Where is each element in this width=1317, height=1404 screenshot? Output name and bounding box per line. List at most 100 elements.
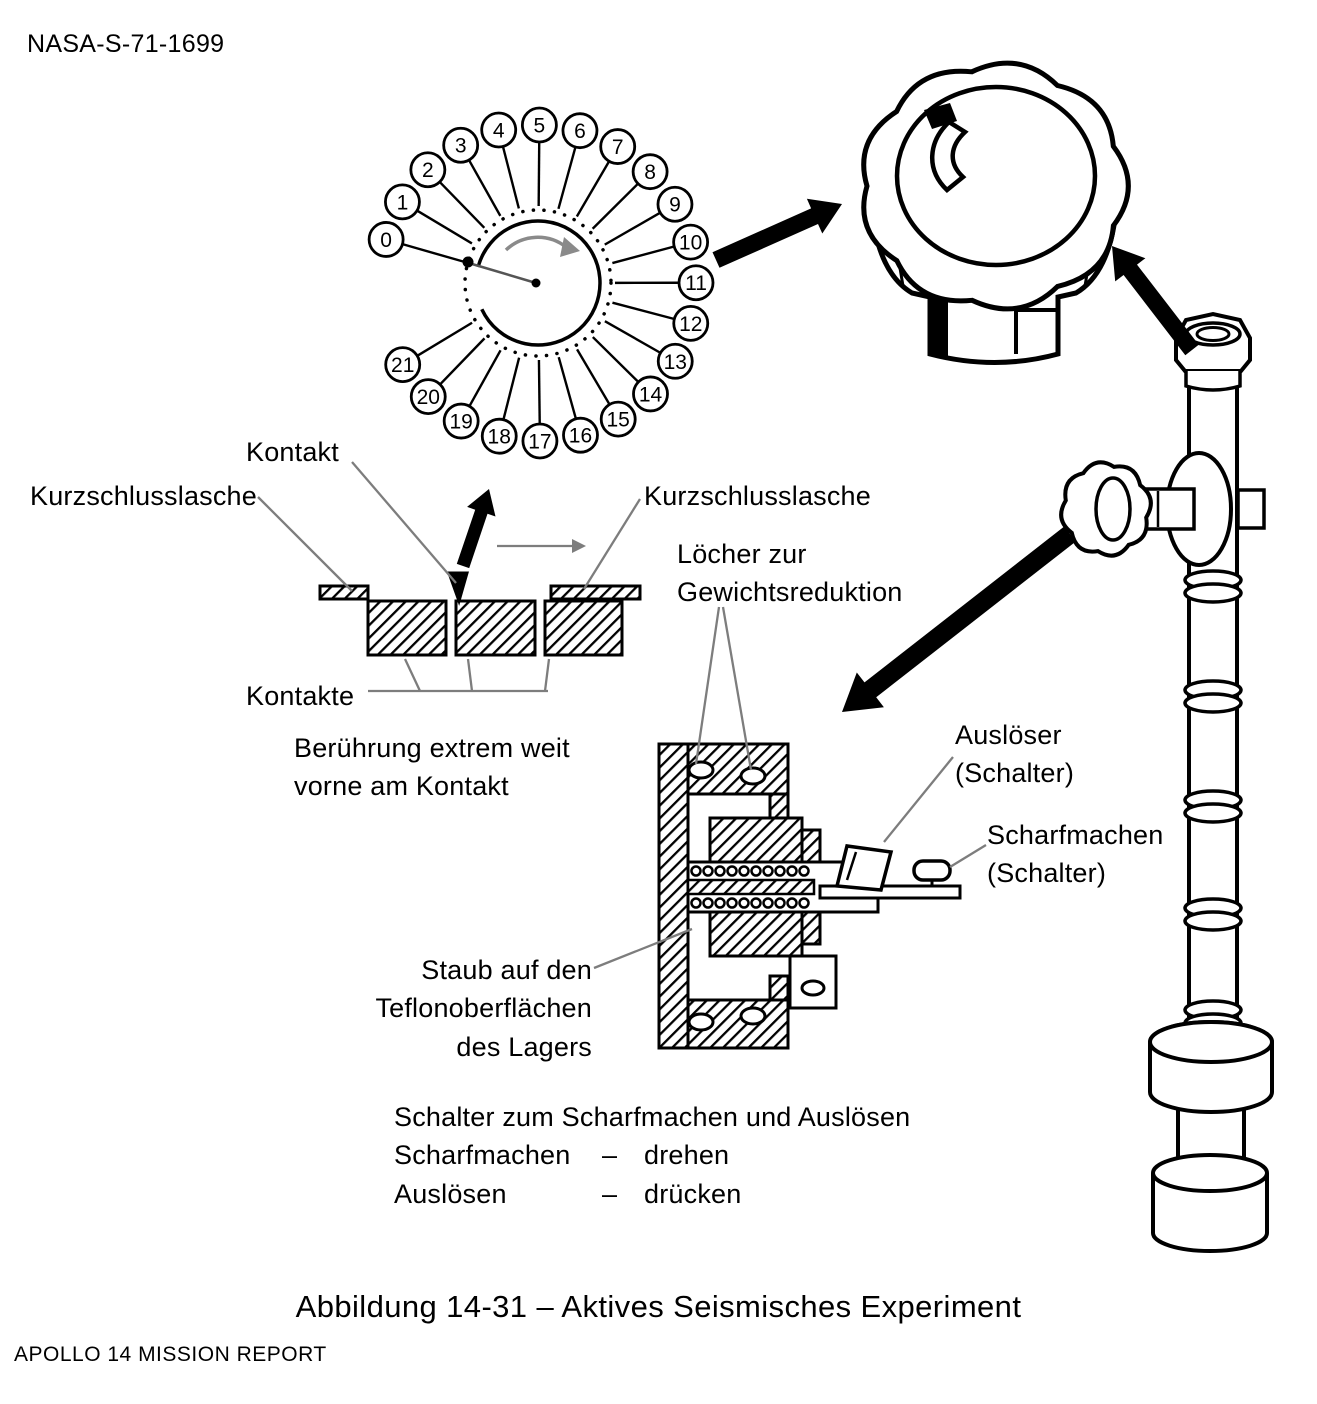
staff-joint-ring bbox=[1183, 692, 1243, 714]
note-dash: – bbox=[602, 1140, 618, 1171]
bearing-dot bbox=[786, 865, 798, 877]
dial-number-label: 6 bbox=[574, 120, 586, 143]
dial-number-label: 12 bbox=[679, 313, 702, 336]
leader-ausloeser bbox=[883, 756, 954, 843]
dial-number-circle bbox=[409, 151, 447, 189]
dial-center-dot bbox=[531, 278, 541, 288]
bearing-dot bbox=[798, 897, 810, 909]
note-schalter-row: Auslösen – drücken bbox=[394, 1175, 910, 1213]
dial-number-label: 17 bbox=[528, 430, 551, 453]
report-code: NASA-S-71-1699 bbox=[27, 30, 225, 58]
dial-spoke bbox=[501, 146, 521, 209]
label-ausloeser-line2: (Schalter) bbox=[955, 758, 1075, 789]
bearing-dot bbox=[714, 865, 726, 877]
dial-spoke bbox=[439, 337, 486, 386]
dial-spoke bbox=[468, 349, 502, 407]
label-loecher: Löcher zur Gewichtsreduktion bbox=[677, 535, 903, 612]
dial-spoke bbox=[612, 301, 675, 321]
dial-number-circle bbox=[632, 375, 669, 413]
note-schalter: Schalter zum Scharfmachen und Auslösen S… bbox=[394, 1098, 910, 1213]
dial-number-circle bbox=[367, 221, 405, 258]
dial-number-label: 20 bbox=[417, 386, 440, 409]
dial-spoke bbox=[576, 348, 611, 406]
dial-number-circle bbox=[599, 400, 637, 438]
dial-number-label: 10 bbox=[679, 232, 702, 255]
dial-spoke bbox=[612, 245, 675, 265]
trigger-lever bbox=[834, 844, 894, 892]
note-beruehrung: Berührung extrem weit vorne am Kontakt bbox=[294, 729, 570, 806]
label-ausloeser: Auslöser (Schalter) bbox=[955, 716, 1074, 793]
dial-number-circle bbox=[409, 378, 447, 416]
note-action: drehen bbox=[644, 1140, 730, 1171]
dial-number-label: 14 bbox=[639, 383, 663, 406]
weight-reduction-hole bbox=[687, 1012, 715, 1032]
bearing-dot bbox=[702, 897, 714, 909]
dial-number-circle bbox=[672, 304, 710, 342]
motion-arrow-head bbox=[572, 539, 586, 553]
dial-number-label: 2 bbox=[422, 159, 434, 182]
bearing-dot bbox=[774, 897, 786, 909]
dial-number-circle bbox=[384, 346, 422, 384]
dial-number-label: 4 bbox=[493, 119, 505, 142]
dial-number-circle bbox=[672, 223, 710, 261]
knob-pointer-ridge bbox=[930, 119, 969, 193]
dial-spoke bbox=[416, 321, 473, 357]
dial-spoke bbox=[438, 181, 486, 229]
bearing-dot bbox=[714, 897, 726, 909]
dial-spoke bbox=[467, 159, 502, 217]
label-kurzschlusslasche-left: Kurzschlusslasche bbox=[30, 481, 257, 511]
selector-knob-drawing bbox=[861, 60, 1131, 365]
dial-spoke bbox=[604, 320, 662, 354]
dial-number-label: 1 bbox=[397, 191, 409, 214]
dial-number-circle bbox=[656, 342, 694, 380]
dial-spoke bbox=[537, 359, 541, 425]
label-staub: Staub auf den Teflonoberflächen des Lage… bbox=[330, 951, 592, 1066]
dial-number-label: 11 bbox=[685, 272, 707, 295]
label-ausloeser-line1: Auslöser bbox=[955, 720, 1062, 750]
dial-number-circle bbox=[521, 422, 559, 460]
bearing-dot bbox=[786, 897, 798, 909]
dial-wiper-dot bbox=[462, 256, 474, 268]
teflon-bearing-dots bbox=[690, 865, 810, 909]
dial-number-label: 21 bbox=[391, 354, 414, 377]
label-staub-line3: des Lagers bbox=[456, 1031, 592, 1062]
dial-spoke bbox=[416, 209, 473, 245]
bearing-dot bbox=[762, 865, 774, 877]
dial-spoke bbox=[402, 242, 465, 263]
dial-number-label: 15 bbox=[607, 409, 630, 432]
note-schalter-heading: Schalter zum Scharfmachen und Auslösen bbox=[394, 1102, 911, 1132]
note-beruehrung-line2: vorne am Kontakt bbox=[294, 771, 509, 802]
note-term: Scharfmachen bbox=[394, 1140, 571, 1171]
label-loecher-line2: Gewichtsreduktion bbox=[677, 577, 903, 608]
arrow-staff-to-knob bbox=[1112, 246, 1199, 356]
dial-number-circle bbox=[656, 185, 694, 223]
note-schalter-row: Scharfmachen – drehen bbox=[394, 1136, 910, 1174]
dial-spoke bbox=[591, 336, 640, 383]
arrow-contact-up bbox=[456, 489, 496, 569]
dial-number-circle bbox=[631, 153, 669, 191]
staff-joint-ring bbox=[1183, 910, 1243, 932]
bearing-dot bbox=[750, 897, 762, 909]
weight-reduction-hole bbox=[739, 766, 767, 786]
dial-number-label: 8 bbox=[644, 161, 656, 184]
leader-scharfmachen bbox=[949, 844, 987, 868]
note-beruehrung-line1: Berührung extrem weit bbox=[294, 733, 570, 763]
dial-spoke bbox=[604, 211, 661, 246]
staff-joint-ring bbox=[1183, 582, 1243, 604]
dial-number-label: 9 bbox=[669, 194, 681, 217]
bearing-dot bbox=[750, 865, 762, 877]
dial-number-label: 19 bbox=[449, 411, 472, 434]
bearing-dot bbox=[702, 865, 714, 877]
label-staub-line2: Teflonoberflächen bbox=[375, 993, 592, 1024]
dial-number-circle bbox=[520, 106, 558, 144]
figure-caption: Abbildung 14-31 – Aktives Seismisches Ex… bbox=[295, 1289, 1022, 1324]
callout-arrows bbox=[456, 198, 1199, 712]
leader-loecher bbox=[694, 606, 753, 771]
leader-staub bbox=[593, 927, 693, 970]
label-scharfmachen-line1: Scharfmachen bbox=[987, 820, 1164, 850]
note-term: Auslösen bbox=[394, 1178, 507, 1209]
report-footer: APOLLO 14 MISSION REPORT bbox=[14, 1343, 327, 1366]
bearing-dot bbox=[726, 897, 738, 909]
